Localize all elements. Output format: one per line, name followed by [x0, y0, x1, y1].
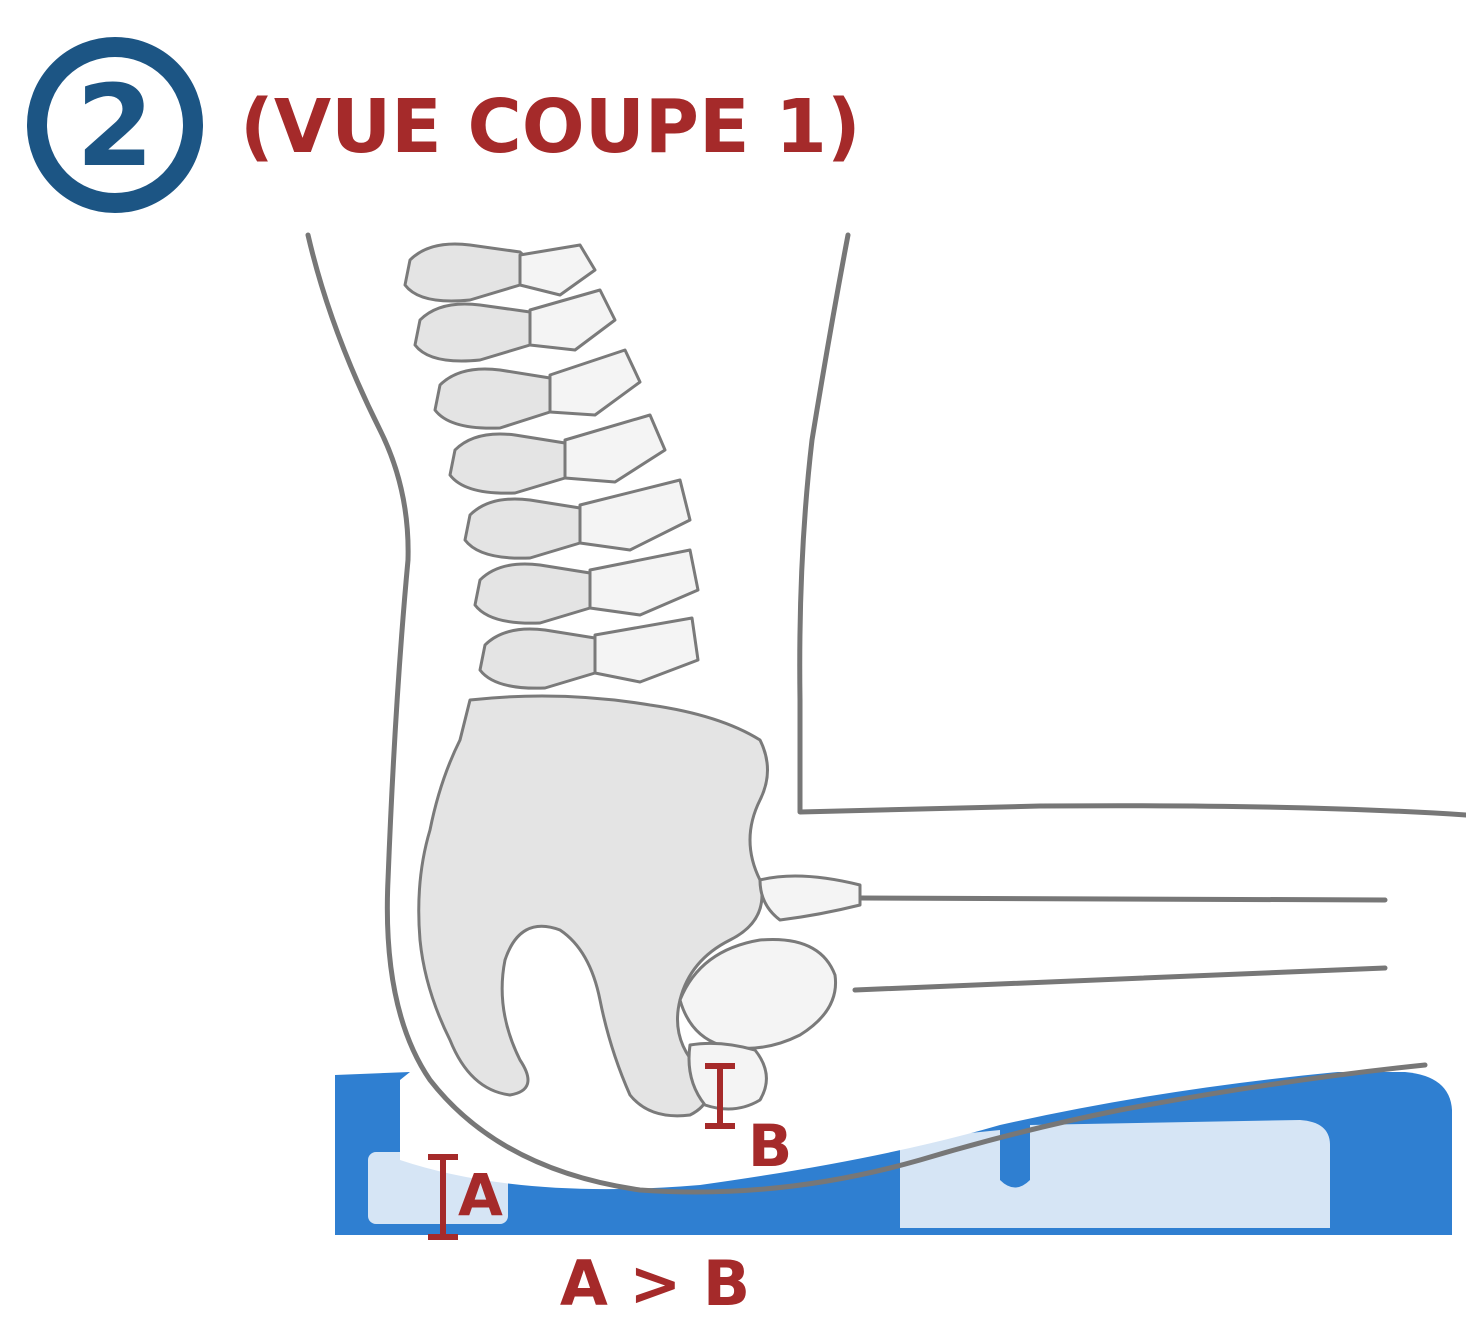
label-a: A [458, 1161, 503, 1229]
step-number: 2 [76, 62, 154, 192]
label-b: B [748, 1112, 792, 1180]
section-title: (VUE COUPE 1) [240, 84, 861, 170]
spine [405, 244, 698, 688]
pelvis [419, 696, 860, 1116]
cushion-chamber-right [900, 1120, 1330, 1228]
relation-caption: A > B [560, 1247, 750, 1320]
step-badge: 2 [37, 47, 193, 203]
